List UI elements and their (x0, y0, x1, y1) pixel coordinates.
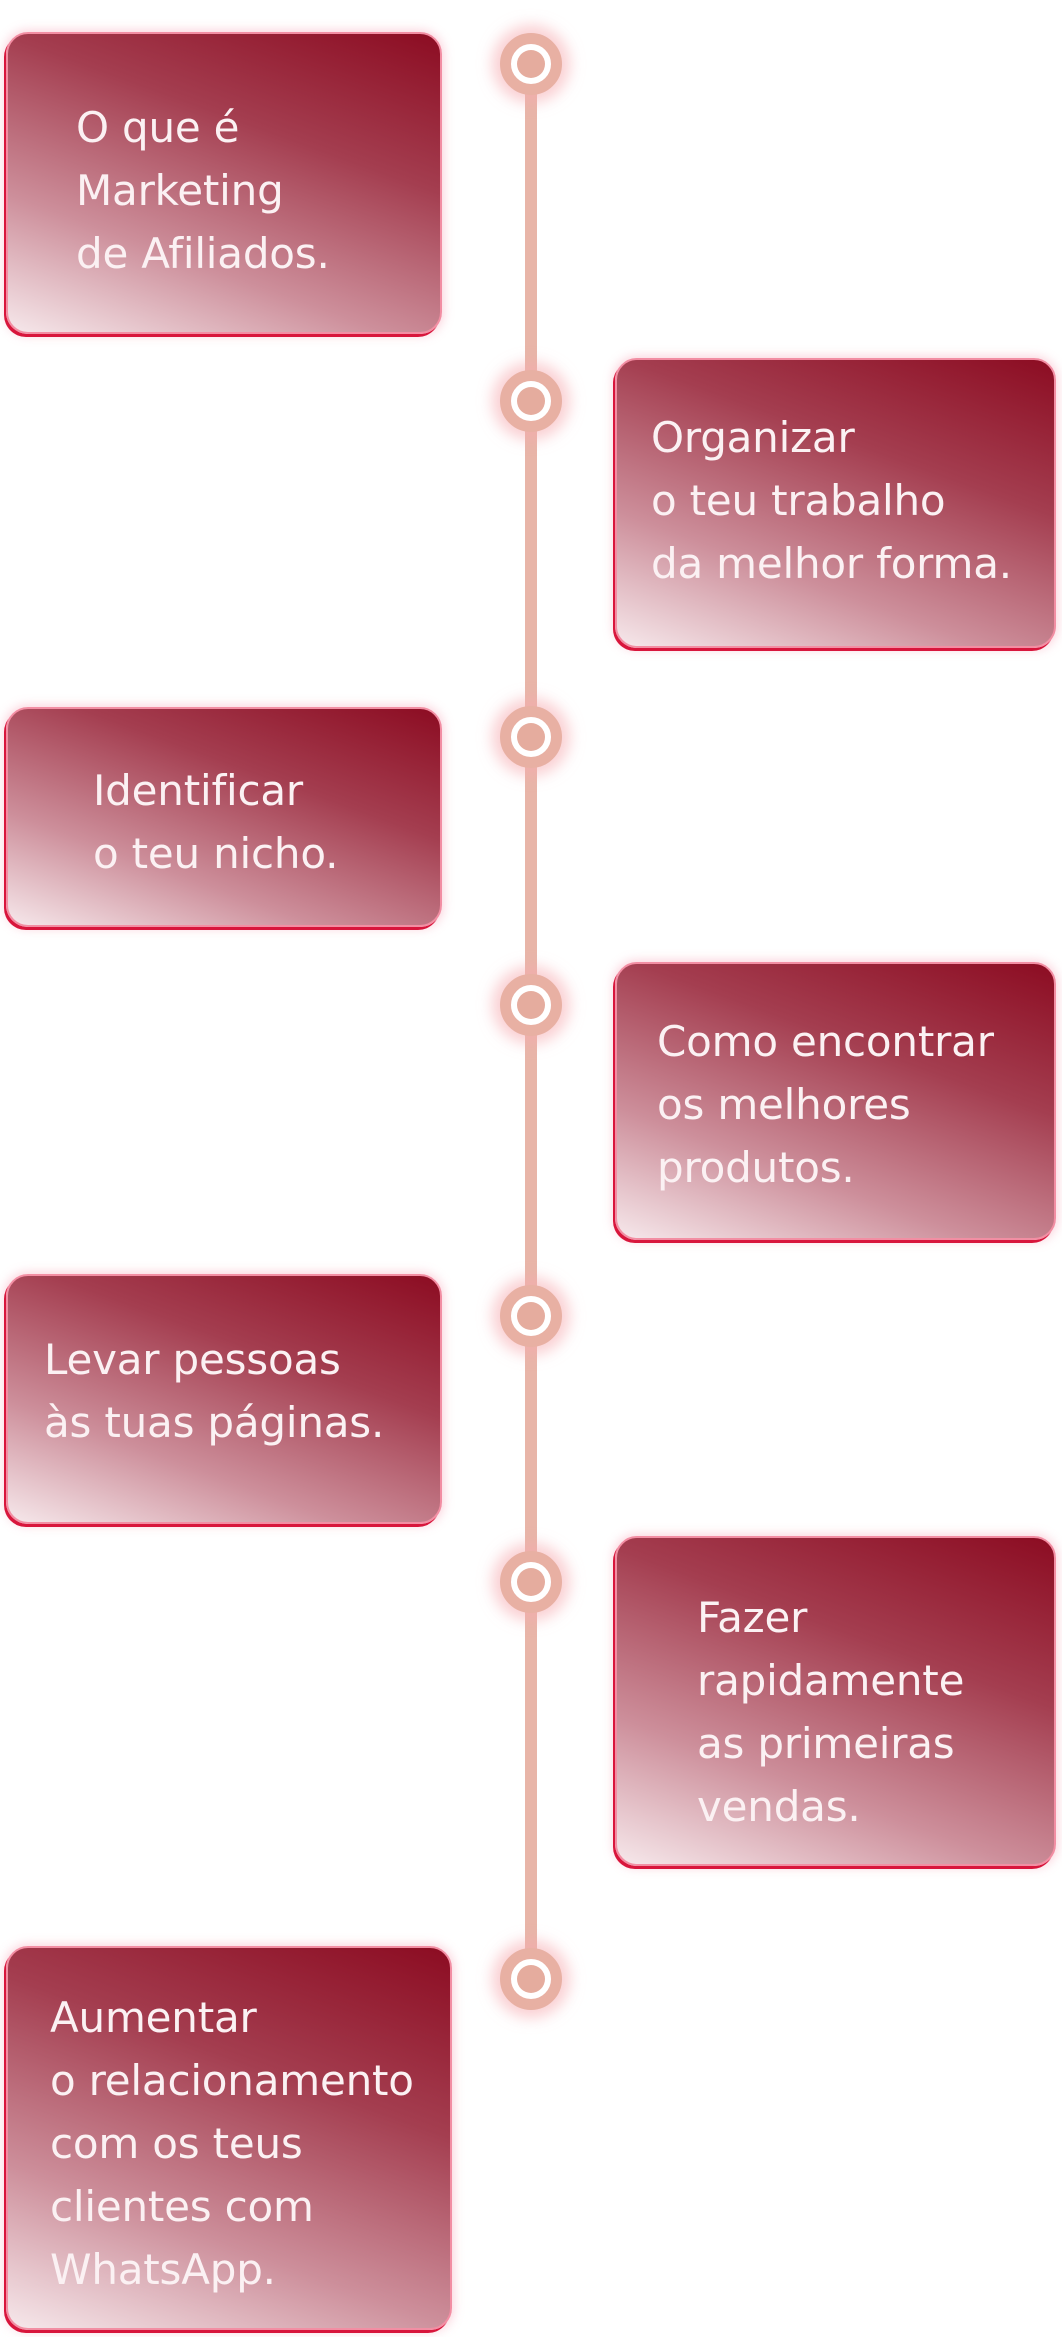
timeline-card-label: Levar pessoas às tuas páginas. (44, 1335, 385, 1447)
timeline-card-4: Como encontrar os melhores produtos. (615, 962, 1056, 1240)
timeline-node-5 (500, 1285, 562, 1347)
timeline-node-1 (500, 33, 562, 95)
timeline-card-6: Fazer rapidamente as primeiras vendas. (615, 1536, 1056, 1866)
timeline-card-1: O que é Marketing de Afiliados. (6, 32, 442, 334)
timeline-card-label: O que é Marketing de Afiliados. (76, 103, 330, 278)
timeline-card-7: Aumentar o relacionamento com os teus cl… (6, 1946, 452, 2330)
timeline-card-2: Organizar o teu trabalho da melhor forma… (615, 358, 1056, 648)
timeline-card-label: Fazer rapidamente as primeiras vendas. (697, 1593, 965, 1831)
timeline-card-3: Identificar o teu nicho. (6, 707, 442, 927)
timeline-node-7 (500, 1948, 562, 2010)
timeline-node-3 (500, 706, 562, 768)
timeline-card-label: Organizar o teu trabalho da melhor forma… (651, 413, 1012, 588)
timeline-node-4 (500, 974, 562, 1036)
timeline-card-label: Identificar o teu nicho. (93, 766, 339, 878)
timeline-card-label: Como encontrar os melhores produtos. (657, 1017, 994, 1192)
timeline-card-5: Levar pessoas às tuas páginas. (6, 1274, 442, 1524)
timeline-node-2 (500, 370, 562, 432)
timeline-node-6 (500, 1551, 562, 1613)
timeline-card-label: Aumentar o relacionamento com os teus cl… (50, 1993, 414, 2294)
